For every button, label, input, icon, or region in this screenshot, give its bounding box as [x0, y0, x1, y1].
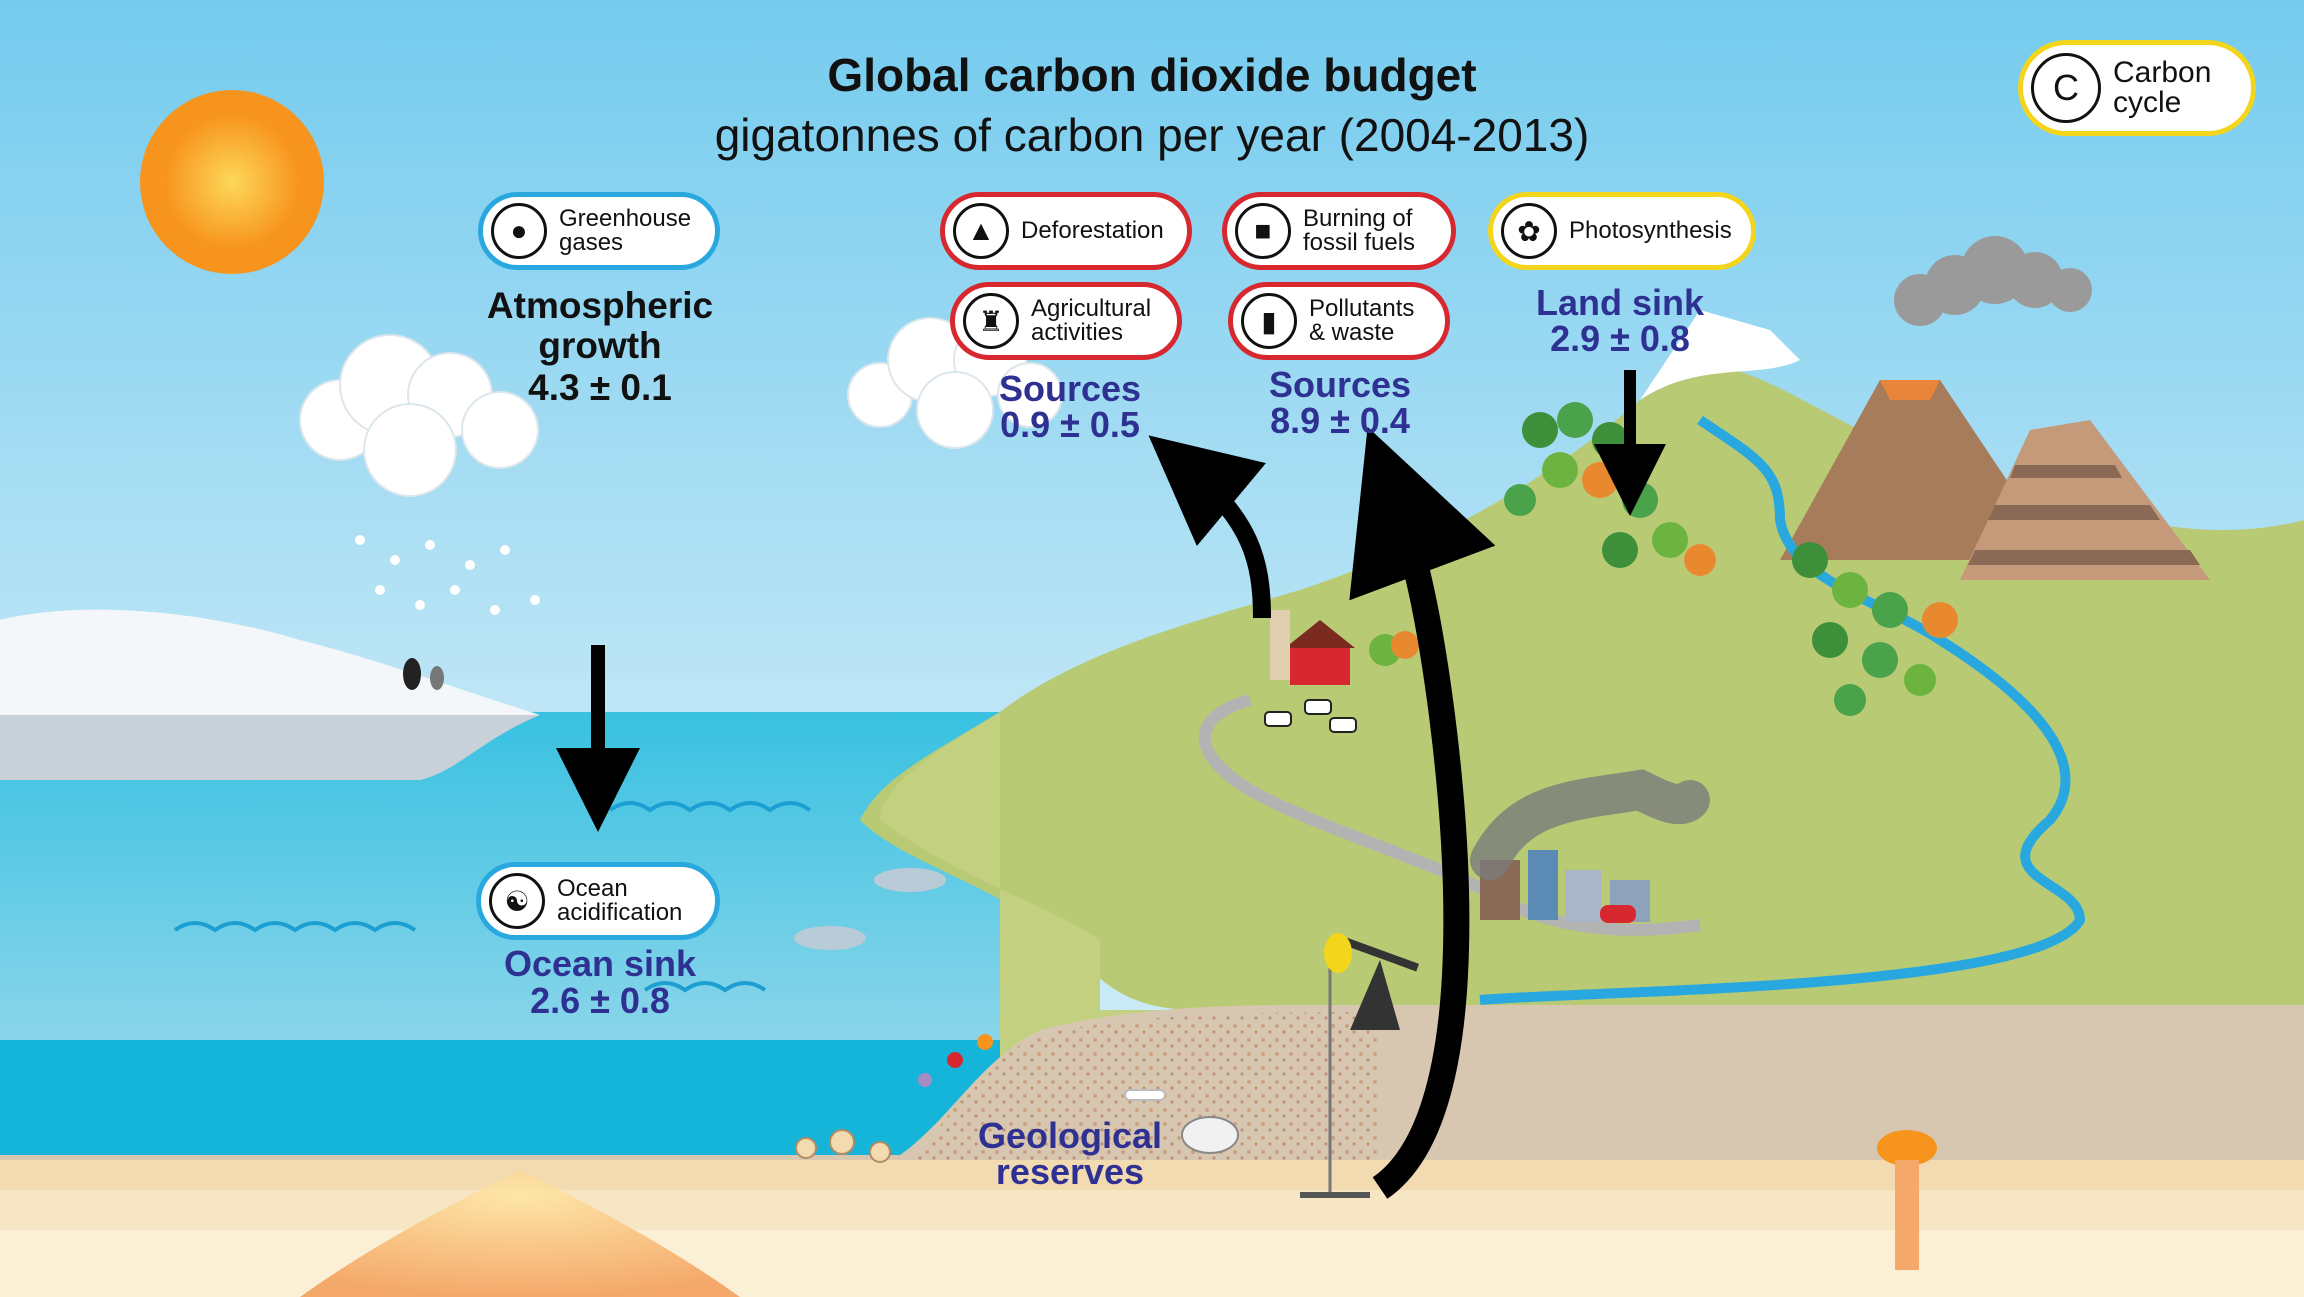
- crust-band: [0, 1160, 2304, 1190]
- fossil-skull: [1181, 1116, 1239, 1154]
- photosynthesis-pill: ✿ Photosynthesis: [1488, 192, 1756, 270]
- pollutants-waste-label: Pollutants & waste: [1309, 295, 1415, 346]
- magma-dome: [300, 1170, 740, 1297]
- ocean-acidification-pill: ☯ Ocean acidification: [476, 862, 720, 940]
- oil-pump: [1300, 933, 1419, 1198]
- greenhouse-gases-pill: ● Greenhouse gases: [478, 192, 720, 270]
- cloud-middle: [847, 317, 1063, 449]
- carbon-cycle-badge[interactable]: C Carbon cycle: [2018, 40, 2256, 136]
- forest-right: [1792, 542, 1958, 716]
- cloud-left: [299, 334, 539, 497]
- shells: [795, 1129, 891, 1163]
- ocean-acidification-label: Ocean acidification: [557, 875, 683, 926]
- cows: [1264, 699, 1357, 733]
- deforestation-label: Deforestation: [1021, 217, 1164, 244]
- farm: [1270, 610, 1419, 685]
- seabed-sediment: [910, 1012, 1380, 1200]
- city: [1470, 769, 1710, 923]
- fossil-bone: [1124, 1089, 1166, 1101]
- striped-mesa: [1960, 420, 2210, 580]
- land-use-sources-value: 0.9 ± 0.5: [1000, 404, 1140, 445]
- land-sink-value: 2.9 ± 0.8: [1550, 318, 1690, 359]
- geological-reserves-label: Geological reserves: [977, 1115, 1163, 1192]
- fossil-fuels-pill: ■ Burning of fossil fuels: [1222, 192, 1456, 270]
- co2-molecule-icon: ●: [491, 203, 547, 259]
- iceberg: [0, 609, 540, 715]
- mountain-peak: [1640, 310, 1800, 400]
- bottle-icon: ▮: [1241, 293, 1297, 349]
- river: [1479, 415, 2086, 1005]
- factory-icon: ■: [1235, 203, 1291, 259]
- atmospheric-growth-label: Atmospheric growth: [486, 285, 714, 366]
- photosynthesis-label: Photosynthesis: [1569, 217, 1732, 244]
- penguins: [403, 658, 444, 690]
- fossil-sources-value: 8.9 ± 0.4: [1270, 400, 1410, 441]
- land-use-sources-label: Sources: [998, 368, 1142, 409]
- leaf-icon: ✿: [1501, 203, 1557, 259]
- sun-icon: [140, 90, 324, 274]
- fossil-source-arrow: [1349, 426, 1496, 1199]
- volcano: [1780, 380, 2060, 560]
- ocean-sink-value: 2.6 ± 0.8: [530, 980, 670, 1021]
- waves: [173, 801, 812, 993]
- fossil-sources-label: Sources: [1268, 364, 1412, 405]
- greenhouse-gases-label: Greenhouse gases: [559, 205, 692, 256]
- carbon-cycle-label: Carbon cycle: [2113, 56, 2212, 119]
- fossil-fuels-label: Burning of fossil fuels: [1303, 205, 1416, 256]
- dolphins: [794, 868, 946, 950]
- land-use-source-arrow: [1148, 435, 1271, 619]
- pollutants-waste-pill: ▮ Pollutants & waste: [1228, 282, 1450, 360]
- carbon-cycle-icon: C: [2031, 53, 2101, 123]
- land-sink-label: Land sink: [1535, 282, 1705, 323]
- agricultural-activities-pill: ♜ Agricultural activities: [950, 282, 1182, 360]
- atmospheric-growth-value: 4.3 ± 0.1: [528, 367, 672, 408]
- co2-coral-icon: ☯: [489, 873, 545, 929]
- agricultural-activities-label: Agricultural activities: [1031, 295, 1152, 346]
- volcano-smoke: [1894, 236, 2092, 326]
- flux-arrows: [556, 370, 1666, 1199]
- farm-cow-icon: ♜: [963, 293, 1019, 349]
- magma-plume: [1877, 1130, 1937, 1270]
- ocean-sink-label: Ocean sink: [503, 943, 697, 984]
- page-title: Global carbon dioxide budget: [827, 49, 1477, 101]
- page-subtitle: gigatonnes of carbon per year (2004-2013…: [714, 109, 1590, 161]
- rain: [355, 535, 540, 615]
- deforestation-pill: ▲ Deforestation: [940, 192, 1192, 270]
- road: [1198, 694, 1701, 936]
- tree-icon: ▲: [953, 203, 1009, 259]
- mantle-band: [0, 1190, 2304, 1230]
- starfish: [918, 1034, 993, 1087]
